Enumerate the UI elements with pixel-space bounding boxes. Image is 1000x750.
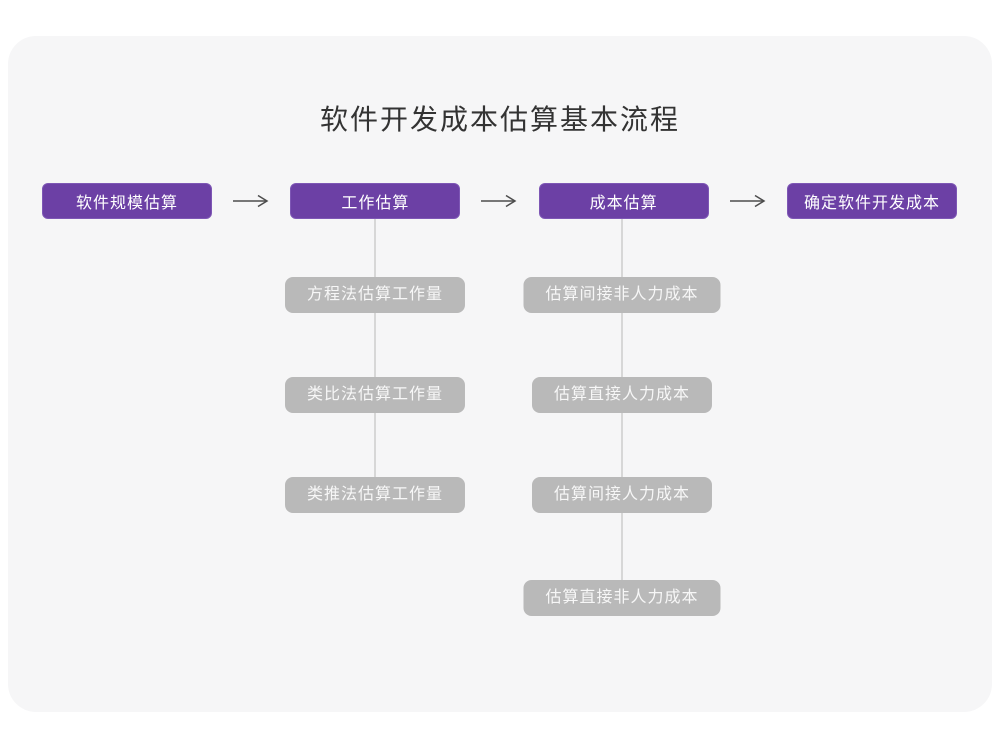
- main-flow-row: 软件规模估算 工作估算 成本估算 确定软件开发成本: [42, 183, 957, 219]
- right-arrow-icon: [729, 194, 766, 208]
- flow-node-cost-estimation: 成本估算: [538, 183, 709, 219]
- page-title: 软件开发成本估算基本流程: [319, 104, 680, 135]
- sub-node-direct-nonlabor-cost: 估算直接非人力成本: [523, 580, 721, 616]
- sub-node-equation-method: 方程法估算工作量: [284, 277, 466, 313]
- sub-node-analogy-method: 类比法估算工作量: [284, 377, 466, 413]
- flow-arrow-2: [460, 194, 538, 208]
- sub-node-extrapolation-method: 类推法估算工作量: [284, 477, 466, 513]
- connector-line-work: [374, 219, 376, 495]
- flow-node-work-estimation: 工作估算: [290, 183, 461, 219]
- flow-arrow-3: [709, 194, 787, 208]
- flow-node-determine-software-dev-cost: 确定软件开发成本: [786, 183, 957, 219]
- sub-node-indirect-labor-cost: 估算间接人力成本: [531, 477, 713, 513]
- right-arrow-icon: [233, 194, 269, 208]
- flow-node-software-scale-estimation: 软件规模估算: [42, 183, 212, 219]
- diagram-card: [8, 36, 992, 712]
- flow-arrow-1: [212, 194, 290, 208]
- sub-node-indirect-nonlabor-cost: 估算间接非人力成本: [523, 277, 721, 313]
- sub-node-direct-labor-cost: 估算直接人力成本: [531, 377, 713, 413]
- right-arrow-icon: [481, 194, 517, 208]
